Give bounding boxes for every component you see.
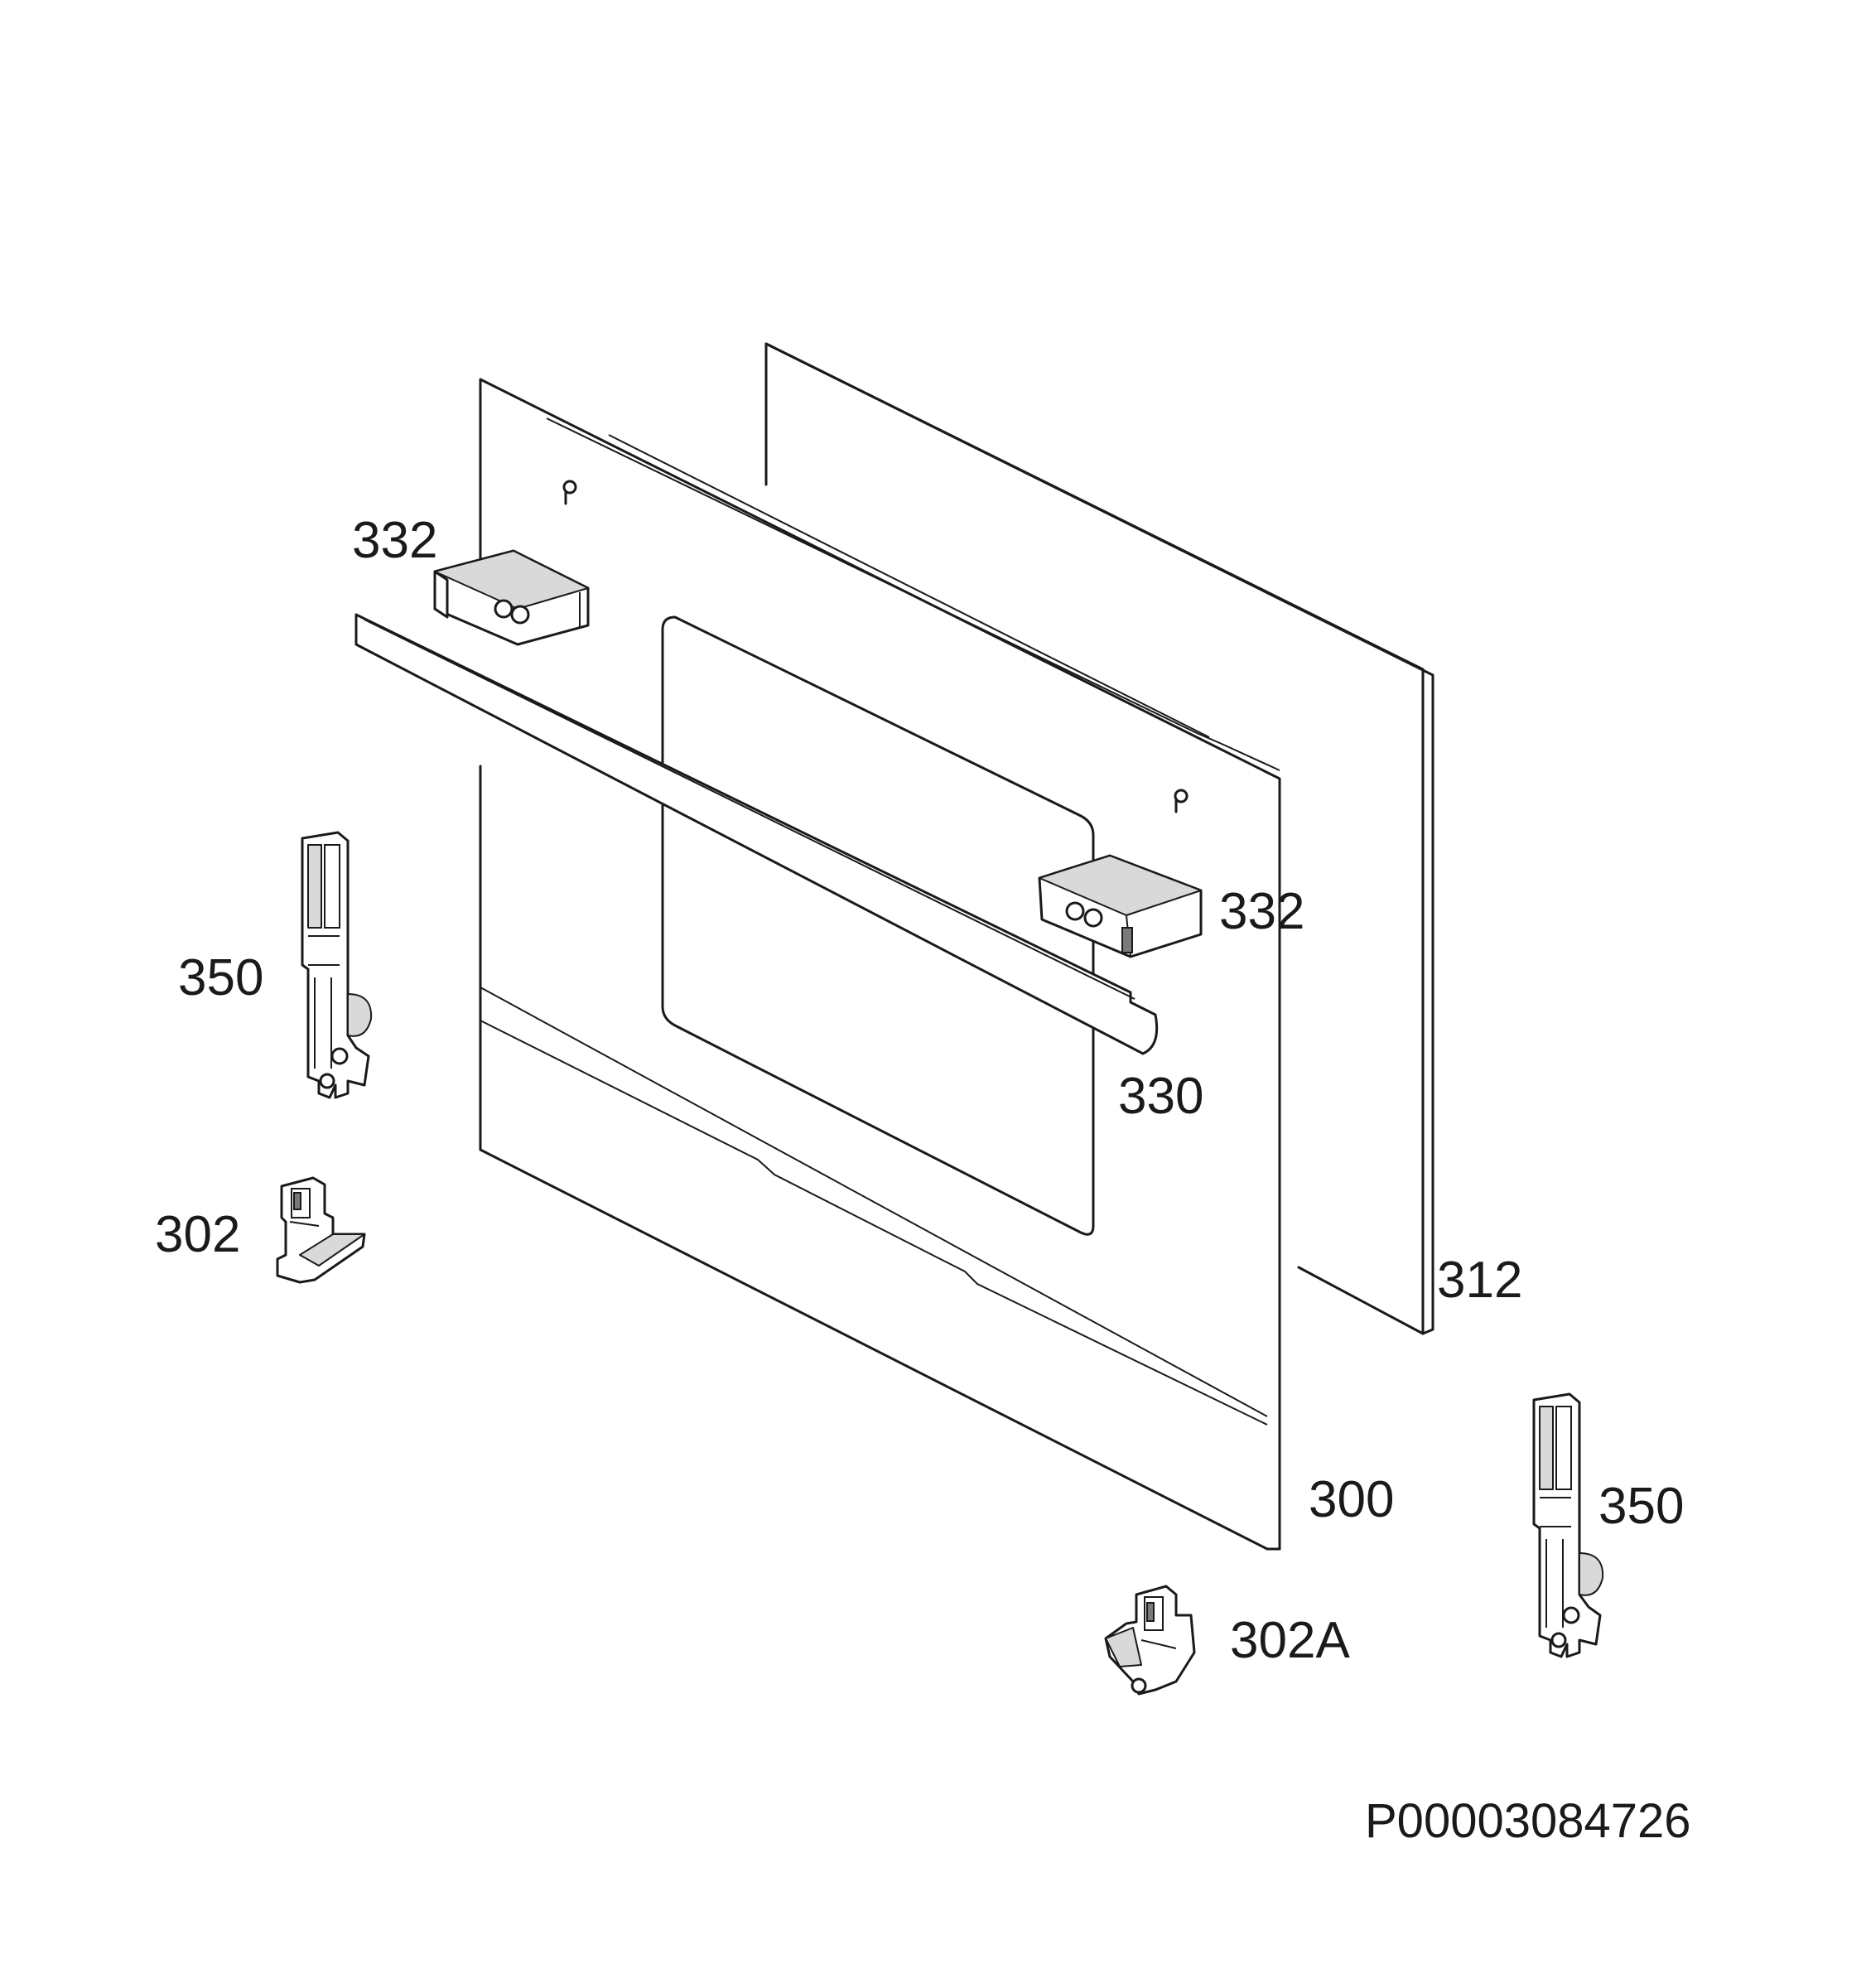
hinge-350-right [1532,1392,1604,1658]
label-350-right: 350 [1598,1478,1685,1535]
label-312: 312 [1437,1252,1523,1309]
handle-bracket-332-left [433,549,590,646]
screw-icon [562,480,577,505]
handle-bar-330 [354,613,1159,1055]
label-300: 300 [1309,1471,1395,1528]
label-302a: 302A [1230,1612,1350,1669]
front-door-panel-300 [479,378,1281,1551]
screw-icon [1174,789,1189,813]
rear-glass-panel-312 [764,342,1434,1335]
hinge-clip-302 [276,1176,366,1284]
label-332-left: 332 [352,512,438,569]
hinge-clip-302a [1104,1585,1196,1696]
label-350-left: 350 [178,949,264,1006]
label-332-right: 332 [1219,883,1305,940]
label-330: 330 [1118,1068,1204,1125]
handle-bracket-332-right [1038,854,1203,958]
label-302: 302 [155,1206,241,1263]
drawing-number: P00003084726 [1365,1794,1691,1848]
hinge-350-left [301,831,373,1099]
